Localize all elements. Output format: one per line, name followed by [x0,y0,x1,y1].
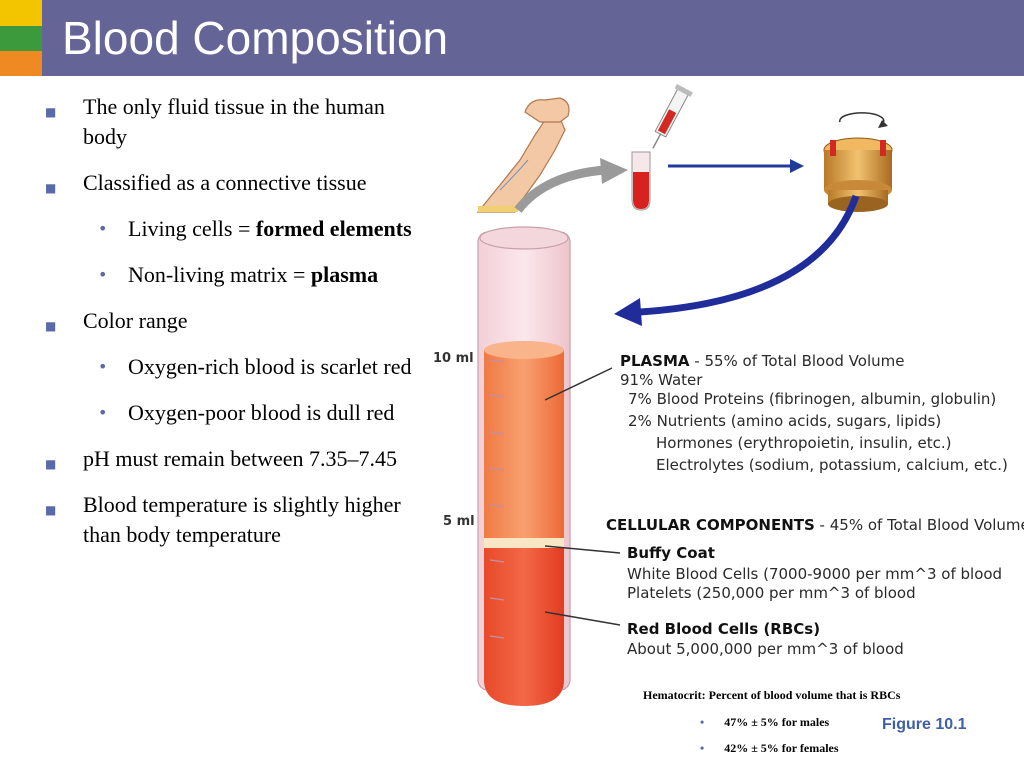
rbc-heading: Red Blood Cells (RBCs) [627,620,821,638]
figure-caption: Figure 10.1 [882,716,967,733]
bullet-fluid-tissue: ■The only fluid tissue in the human body [45,94,385,149]
gray-arrow-icon [514,165,606,213]
sub-bullet-oxygen-poor: •Oxygen-poor blood is dull red [44,398,414,428]
buffy-coat-layer [484,538,564,548]
blue-curved-arrow-icon [639,194,860,316]
square-bullet-icon: ■ [45,319,57,333]
accent-orange-block [0,51,42,76]
sub-bullet-living-cells: •Living cells = formed elements [44,214,414,244]
bullet-list: ■The only fluid tissue in the human body… [44,92,414,566]
dot-bullet-icon: • [98,403,108,422]
arm-icon [476,97,570,213]
syringe-icon [652,83,693,149]
dot-bullet-icon: • [700,715,705,729]
plasma-heading: PLASMA - 55% of Total Blood Volume [620,352,905,370]
bullet-ph: ■pH must remain between 7.35–7.45 [44,444,414,474]
plasma-layer [484,350,564,540]
dot-bullet-icon: • [98,219,108,238]
square-bullet-icon: ■ [45,105,57,119]
plasma-leader-line [544,367,613,401]
hematocrit-females: •42% ± 5% for females [700,741,839,755]
bullet-temperature: ■Blood temperature is slightly higher th… [45,492,401,547]
five-ml-label: 5 ml [443,514,475,529]
ten-ml-label: 10 ml [433,351,474,366]
plasma-electrolytes-line: Electrolytes (sodium, potassium, calcium… [656,456,1008,474]
plasma-water-line: 91% Water [620,371,703,389]
sub-bullet-matrix: •Non-living matrix = plasma [44,260,414,290]
rbc-count-line: About 5,000,000 per mm^3 of blood [627,640,904,658]
gray-arrowhead-icon [600,158,628,184]
sub-bullet-oxygen-rich: •Oxygen-rich blood is scarlet red [44,352,414,382]
bullet-connective-tissue: ■Classified as a connective tissue [44,168,414,198]
dot-bullet-icon: • [700,741,705,755]
plasma-hormones-line: Hormones (erythropoietin, insulin, etc.) [656,434,952,452]
hematocrit-males: •47% ± 5% for males [700,715,830,729]
large-test-tube [477,226,571,706]
dot-bullet-icon: • [98,265,108,284]
bullet-color-range: ■Color range [44,306,414,336]
dot-bullet-icon: • [98,357,108,376]
square-bullet-icon: ■ [45,503,57,517]
centrifuge-icon [823,112,893,212]
title-bar [0,0,1024,76]
buffy-leader-line [544,545,621,554]
accent-yellow-block [0,0,42,26]
blue-arrowhead-icon [790,159,804,173]
accent-green-block [0,26,42,51]
plasma-proteins-line: 7% Blood Proteins (fibrinogen, albumin, … [628,390,997,408]
rbc-leader-line [544,611,621,626]
plasma-nutrients-line: 2% Nutrients (amino acids, sugars, lipid… [628,412,942,430]
blue-curved-arrowhead-icon [614,298,642,326]
small-test-tube-icon [631,151,651,211]
square-bullet-icon: ■ [45,181,57,195]
buffy-wbc-line: White Blood Cells (7000-9000 per mm^3 of… [627,565,1003,583]
slide-title: Blood Composition [62,12,449,64]
square-bullet-icon: ■ [45,457,57,471]
buffy-coat-heading: Buffy Coat [627,544,715,562]
red-blood-cells-layer [484,548,564,706]
hematocrit-title: Hematocrit: Percent of blood volume that… [643,688,901,702]
buffy-platelets-line: Platelets (250,000 per mm^3 of blood [627,584,916,602]
cellular-components-heading: CELLULAR COMPONENTS - 45% of Total Blood… [606,516,1024,534]
